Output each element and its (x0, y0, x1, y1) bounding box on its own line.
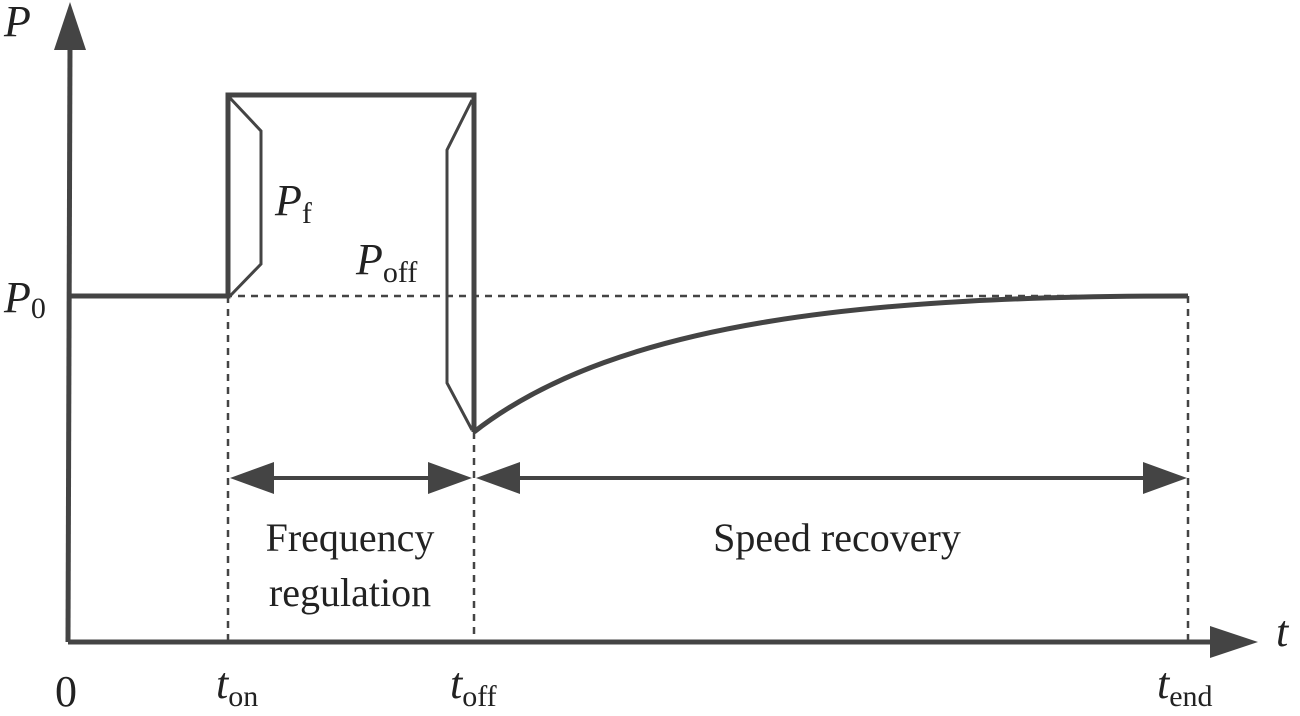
y-axis-arrowhead (54, 2, 86, 50)
speed-recovery-label: Speed recovery (713, 515, 961, 560)
poff-label: Poff (355, 235, 417, 289)
t-off-label: toff (450, 659, 497, 713)
power-curve-frequency-regulation (70, 92, 477, 432)
speed-recovery-left-arrowhead (476, 462, 520, 494)
frequency-regulation-right-arrowhead (428, 462, 472, 494)
p0-label: P0 (3, 273, 46, 325)
y-axis (65, 44, 73, 643)
frequency-regulation-label-line2: regulation (269, 570, 431, 615)
frequency-regulation-label-line1: Frequency (266, 515, 435, 560)
poff-curve (445, 99, 474, 431)
speed-recovery-right-arrowhead (1143, 462, 1187, 494)
t-end-label: tend (1157, 659, 1213, 713)
power-curve-speed-recovery (472, 293, 1189, 434)
pf-label: Pf (274, 176, 312, 230)
y-axis-label: P (3, 0, 31, 46)
origin-label: 0 (55, 667, 77, 716)
t-on-label: ton (216, 659, 258, 713)
frequency-regulation-left-arrowhead (230, 462, 274, 494)
x-axis-label: t (1276, 607, 1290, 656)
pf-curve (228, 96, 263, 298)
x-axis-arrowhead (1210, 626, 1258, 658)
